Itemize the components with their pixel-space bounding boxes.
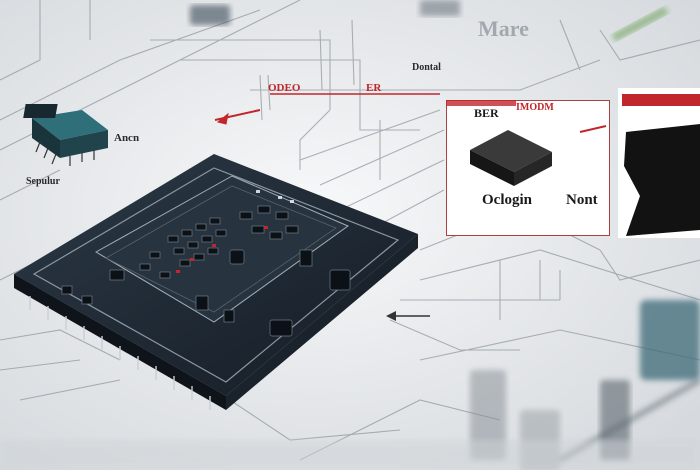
red-top-left-label: ODEO [268, 82, 301, 94]
inset-header-right-label: IMODM [516, 102, 554, 113]
top-label: Dontal [412, 62, 441, 73]
inset-header-left-label: BER [474, 106, 499, 120]
inset-caption-left-label: Oclogin [482, 192, 533, 208]
red-top-mid-label: ER [366, 82, 382, 94]
main-board [14, 154, 418, 410]
inset-caption-right-label: Nont [566, 192, 598, 208]
top-right-faint-label: Mare [478, 16, 529, 41]
left-bottom-label: Sepulur [26, 176, 60, 187]
left-chip-label: Ancn [114, 132, 140, 144]
left-teal-chip [23, 104, 108, 166]
